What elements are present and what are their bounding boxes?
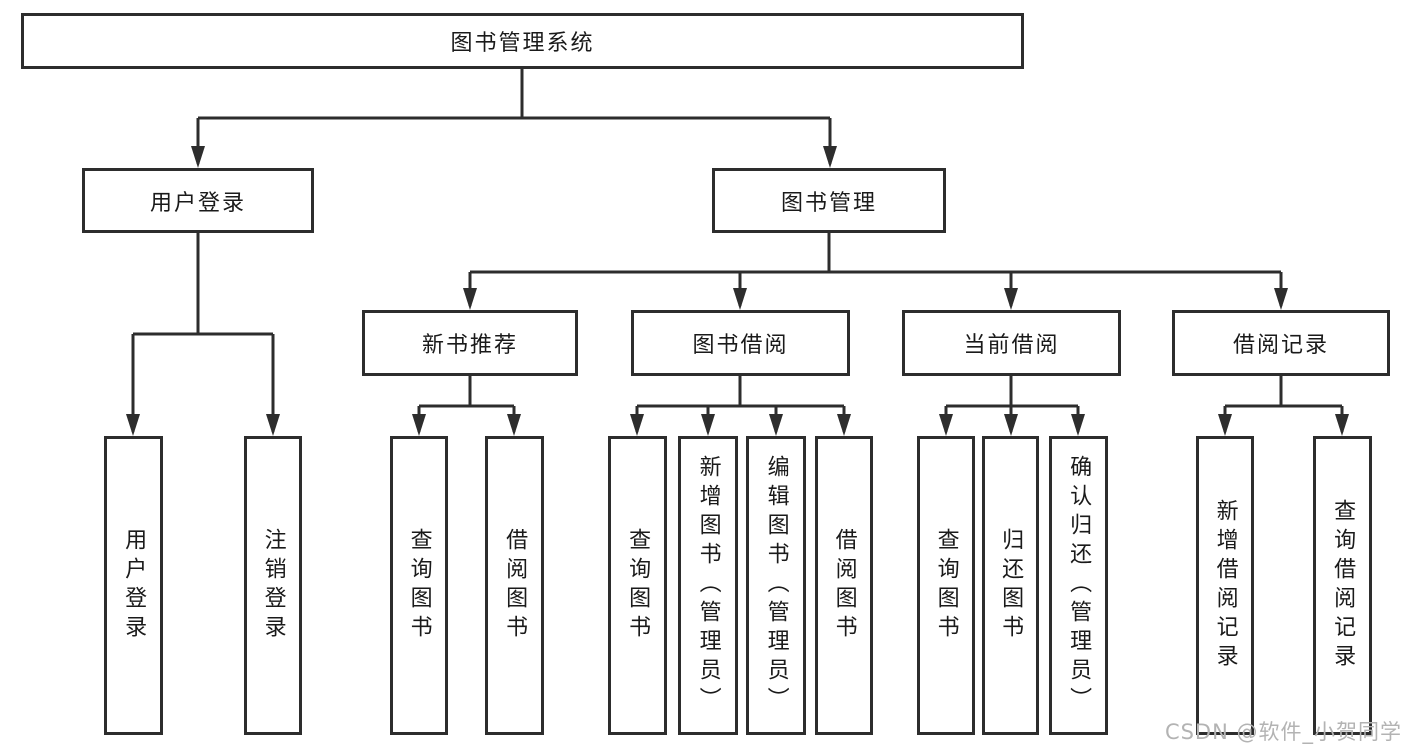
leaf-newbook-borrow-book-label: 借阅图书 (502, 527, 528, 644)
connector-group (126, 69, 1349, 436)
leaf-user-login: 用户登录 (104, 436, 163, 735)
leaf-newbook-query-book: 查询图书 (390, 436, 448, 735)
leaf-borrow-borrow-book: 借阅图书 (815, 436, 873, 735)
node-user-login: 用户登录 (82, 168, 314, 233)
leaf-current-return-book-label: 归还图书 (998, 527, 1024, 644)
leaf-newbook-query-book-label: 查询图书 (406, 527, 432, 644)
leaf-current-confirm-return-admin: 确认归还（管理员） (1049, 436, 1108, 735)
leaf-current-query-book-label: 查询图书 (933, 527, 959, 644)
leaf-record-query-borrow-record: 查询借阅记录 (1313, 436, 1372, 735)
node-borrow-records-label: 借阅记录 (1232, 333, 1329, 358)
leaf-user-login-label: 用户登录 (121, 527, 147, 644)
leaf-borrow-add-book-admin-label: 新增图书（管理员） (695, 455, 721, 716)
node-new-book-recommend: 新书推荐 (362, 310, 578, 376)
leaf-current-confirm-return-admin-label: 确认归还（管理员） (1066, 455, 1092, 716)
leaf-borrow-add-book-admin: 新增图书（管理员） (678, 436, 738, 735)
leaf-logout-label: 注销登录 (260, 527, 286, 644)
leaf-newbook-borrow-book: 借阅图书 (485, 436, 544, 735)
leaf-current-return-book: 归还图书 (982, 436, 1039, 735)
leaf-record-add-borrow-record: 新增借阅记录 (1196, 436, 1254, 735)
leaf-borrow-query-book: 查询图书 (608, 436, 667, 735)
node-current-borrow: 当前借阅 (902, 310, 1121, 376)
node-root: 图书管理系统 (21, 13, 1024, 69)
leaf-record-query-borrow-record-label: 查询借阅记录 (1330, 498, 1356, 673)
leaf-record-add-borrow-record-label: 新增借阅记录 (1212, 498, 1238, 673)
node-book-borrow-label: 图书借阅 (692, 333, 789, 358)
node-user-login-label: 用户登录 (149, 190, 246, 216)
leaf-current-query-book: 查询图书 (917, 436, 975, 735)
node-root-label: 图书管理系统 (450, 31, 595, 56)
node-book-management-label: 图书管理 (780, 190, 877, 216)
leaf-borrow-query-book-label: 查询图书 (625, 527, 651, 644)
leaf-borrow-borrow-book-label: 借阅图书 (831, 527, 857, 644)
csdn-watermark: CSDN @软件_小贺同学 (1164, 720, 1402, 744)
leaf-borrow-edit-book-admin: 编辑图书（管理员） (746, 436, 806, 735)
leaf-borrow-edit-book-admin-label: 编辑图书（管理员） (763, 455, 789, 716)
leaf-logout: 注销登录 (244, 436, 302, 735)
node-borrow-records: 借阅记录 (1172, 310, 1390, 376)
node-current-borrow-label: 当前借阅 (963, 333, 1060, 358)
node-book-borrow: 图书借阅 (631, 310, 850, 376)
node-new-book-recommend-label: 新书推荐 (421, 333, 518, 358)
node-book-management: 图书管理 (712, 168, 946, 233)
